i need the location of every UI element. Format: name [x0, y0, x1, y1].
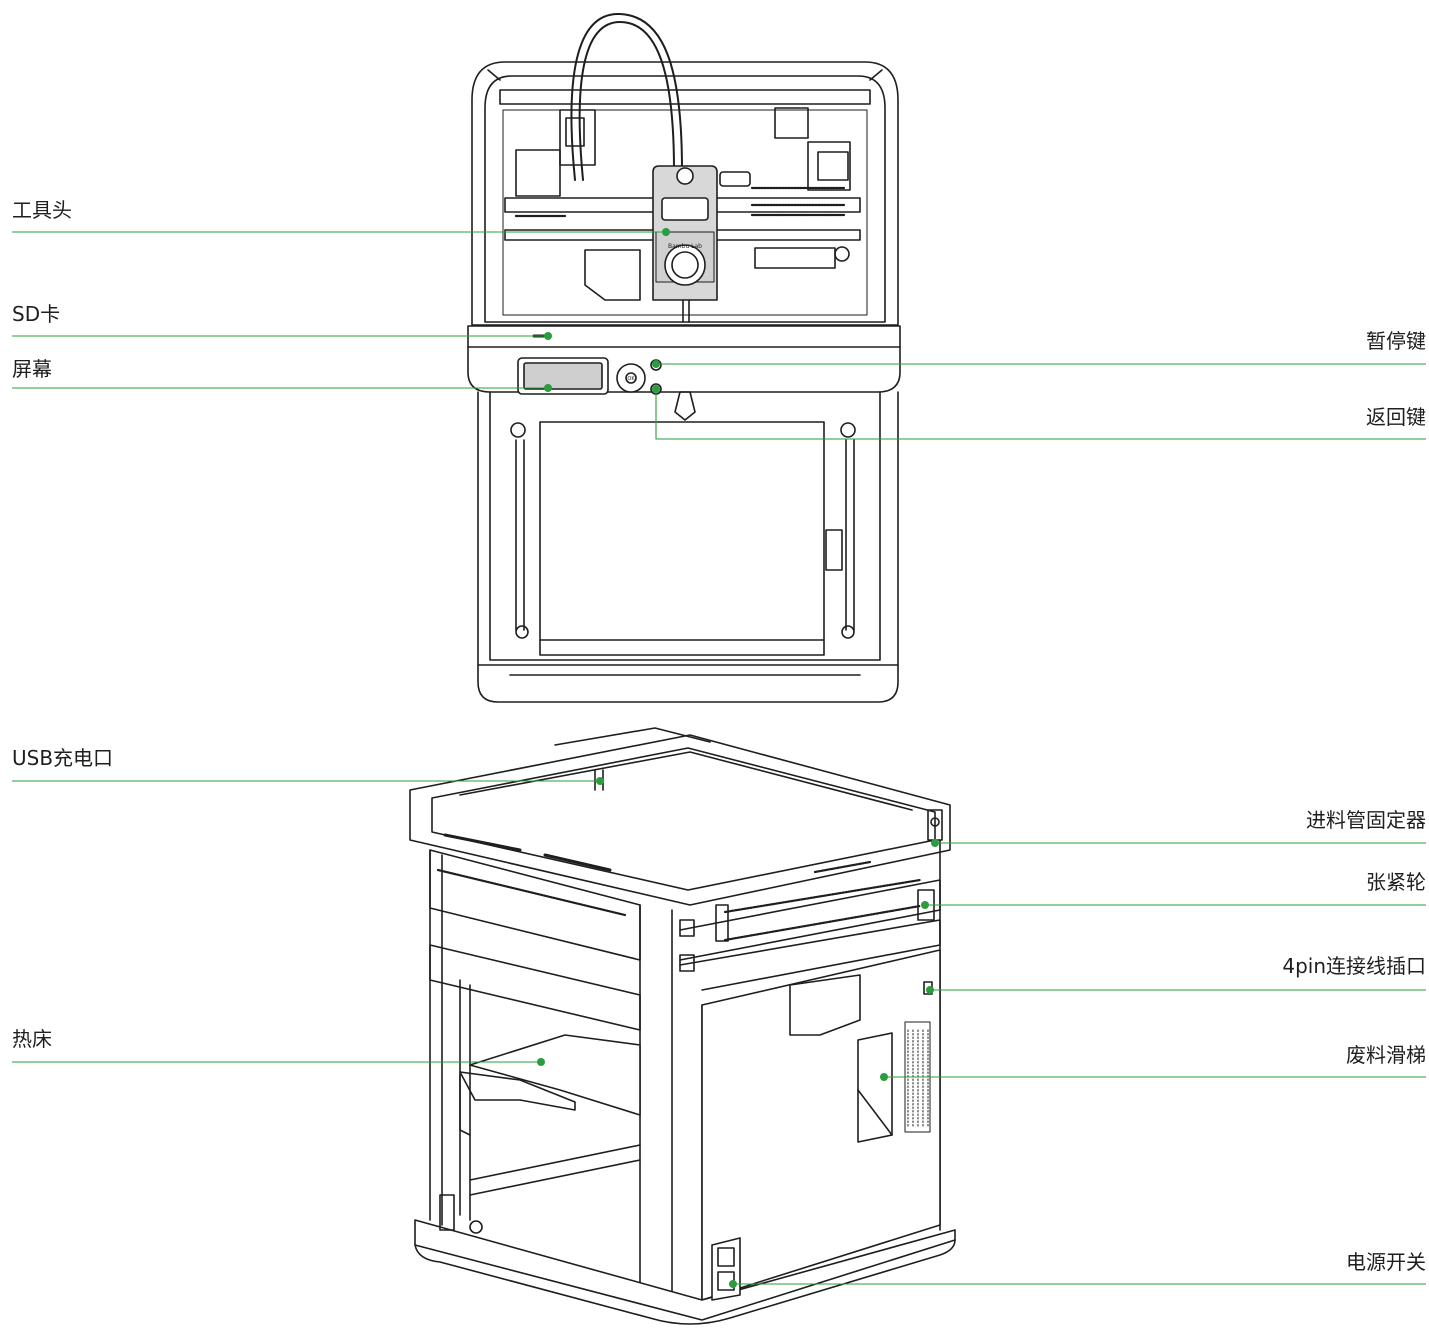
dot-pause-button — [652, 360, 660, 368]
dot-tensioner — [921, 901, 929, 909]
callout-label-waste-chute: 废料滑梯 — [1346, 1043, 1426, 1067]
dot-power-switch — [729, 1280, 737, 1288]
callout-label-tensioner: 张紧轮 — [1366, 870, 1426, 894]
isometric-view-printer — [409, 727, 956, 1325]
dot-4pin-connector — [926, 986, 934, 994]
callout-label-usb-charging-port: USB充电口 — [12, 746, 114, 770]
callout-label-heatbed: 热床 — [12, 1027, 52, 1051]
callout-leaders — [12, 231, 1426, 1285]
callout-label-ptfe-tube-holder: 进料管固定器 — [1306, 808, 1426, 832]
callout-label-power-switch: 电源开关 — [1346, 1250, 1426, 1274]
dot-usb-charging-port — [596, 777, 604, 785]
leader-back-button — [655, 389, 1426, 440]
callout-label-sd-card: SD卡 — [12, 302, 61, 326]
dot-sd-card — [544, 332, 552, 340]
dot-ptfe-tube-holder — [931, 839, 939, 847]
toolhead-brand-text: Bambu Lab — [668, 243, 702, 250]
dot-screen — [544, 384, 552, 392]
dot-waste-chute — [880, 1073, 888, 1081]
dot-back-button — [652, 385, 660, 393]
callout-label-screen: 屏幕 — [12, 357, 52, 381]
dot-toolhead — [662, 228, 670, 236]
ok-button-text: OK — [627, 376, 635, 382]
callout-label-pause-button: 暂停键 — [1366, 329, 1426, 353]
dot-heatbed — [537, 1058, 545, 1066]
callout-label-toolhead: 工具头 — [12, 198, 72, 222]
callout-label-back-button: 返回键 — [1366, 405, 1426, 429]
front-view-printer: Bambu Lab OK — [467, 12, 901, 703]
callout-label-4pin-connector: 4pin连接线插口 — [1282, 954, 1426, 978]
callout-dots — [537, 228, 939, 1288]
